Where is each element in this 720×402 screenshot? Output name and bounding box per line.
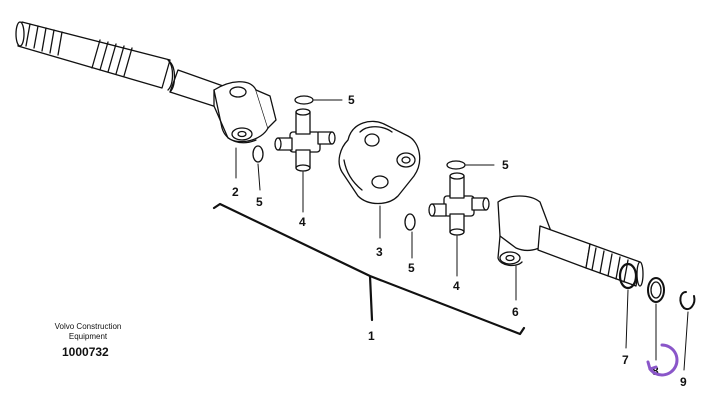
callout-5b: 5 [348, 93, 355, 107]
publisher-line-1: Volvo Construction [54, 322, 122, 331]
callout-3: 3 [376, 245, 383, 259]
cross-4b [428, 172, 490, 236]
snap-ring-5d [404, 213, 416, 231]
yoke-2 [213, 81, 277, 144]
callout-2: 2 [232, 185, 239, 199]
cross-4a [274, 108, 336, 172]
callout-4b: 4 [453, 279, 460, 293]
publisher-line-2: Equipment [68, 332, 108, 341]
splined-shaft-left [15, 21, 241, 113]
publisher-credit: Volvo Construction Equipment [36, 322, 140, 342]
callout-5c: 5 [408, 261, 415, 275]
callout-1: 1 [368, 329, 375, 343]
callout-8: 8 [652, 364, 659, 378]
callout-9: 9 [680, 375, 687, 389]
leader-lines [235, 99, 689, 371]
snap-ring-5b [294, 95, 314, 105]
callout-7: 7 [622, 353, 629, 367]
callouts: 1 2 3 4 4 5 5 5 5 6 7 8 9 [232, 93, 687, 389]
snap-ring-9 [679, 291, 696, 310]
retaining-ring-7 [618, 262, 638, 290]
diagram-part-number: 1000732 [62, 345, 109, 359]
center-coupling-3 [338, 120, 421, 205]
assembly-bracket-1 [212, 202, 526, 336]
watermark-icon [646, 343, 679, 377]
snap-ring-5a [252, 145, 264, 163]
callout-5a: 5 [256, 195, 263, 209]
snap-ring-5c [446, 160, 466, 170]
washer-8 [647, 277, 665, 303]
yoke-6 [497, 195, 644, 287]
washer-8-inner [650, 281, 662, 299]
callout-6: 6 [512, 305, 519, 319]
callout-4a: 4 [299, 215, 306, 229]
callout-5d: 5 [502, 158, 509, 172]
